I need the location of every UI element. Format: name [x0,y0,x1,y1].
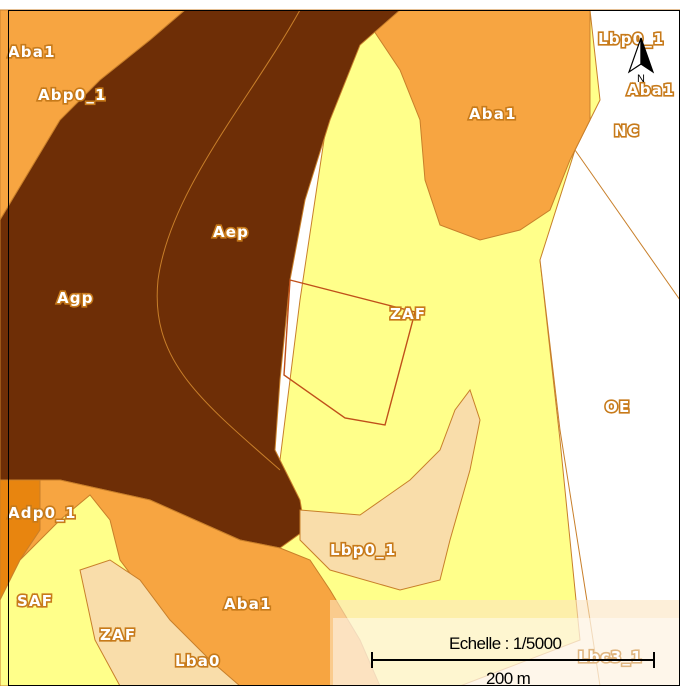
zone-label: Lba0 [175,652,221,670]
zone-area-aba1-top-right[interactable] [359,9,591,241]
zone-label: Abp0_1 [38,86,107,104]
scale-label: Echelle : 1/5000 [449,634,561,653]
scale-bar: Echelle : 1/5000 200 m [333,618,680,686]
zone-label: Lbp0_1 [598,30,665,48]
zone-area-lbc3-1[interactable] [330,600,680,686]
zone-label: Adp0_1 [8,504,77,522]
parcel-outline[interactable] [283,279,416,426]
zone-area-lba0[interactable] [79,559,241,686]
zone-label: OE [605,398,630,416]
scale-bar-background [333,618,680,686]
zone-label: ZAF [390,305,426,323]
zone-area-lbp0-1[interactable] [299,388,481,591]
north-arrow-icon: N [627,37,655,85]
zone-label: NC [614,122,640,140]
zone-label: ZAF [100,626,136,644]
zone-boundary-line [574,149,680,301]
zone-label: Aep [213,223,249,241]
scale-distance: 200 m [486,669,531,686]
zone-label: Aba1 [224,595,272,613]
north-letter: N [637,73,645,85]
zone-label: Aba1 [627,81,675,99]
zone-label: SAF [17,592,53,610]
zone-label: Lbp0_1 [330,541,397,559]
zone-label: Lbc3_1 [578,648,643,666]
zone-boundary-aep [156,9,301,471]
zone-labels: Aba1 Abp0_1 Aba1 Aep Agp ZAF NC OE Adp0_… [6,28,675,671]
zone-label: Aba1 [8,43,56,61]
zone-label: Aba1 [469,105,517,123]
zone-label: Agp [57,289,94,307]
